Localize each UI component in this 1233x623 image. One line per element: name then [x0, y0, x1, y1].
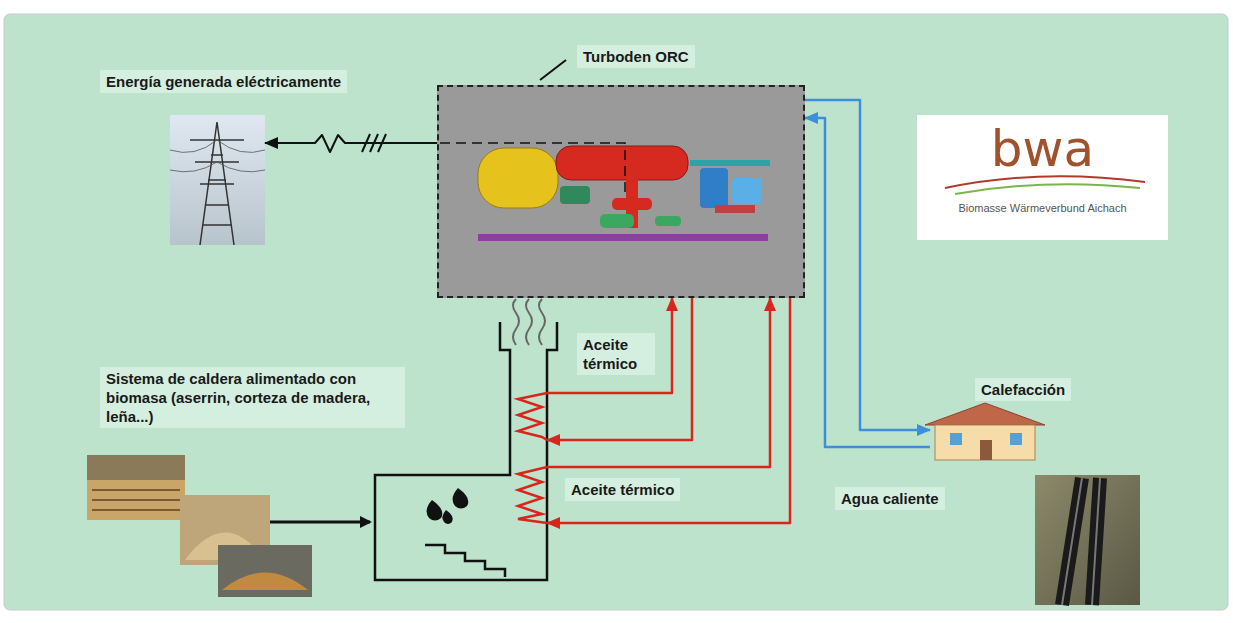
logo-ground	[917, 115, 1168, 240]
biomass-pictures	[87, 455, 370, 597]
boiler-drawing	[375, 322, 557, 580]
oil-return	[547, 298, 692, 440]
node-heading: Calefacción	[975, 378, 1071, 401]
orc-machine	[440, 143, 770, 241]
oil-flow	[547, 298, 672, 393]
flow-label: Aceite térmico	[565, 478, 680, 501]
power-grid: Energía generada eléctricamente	[170, 115, 265, 245]
node-heading: Turboden ORC	[577, 45, 695, 68]
smoke	[513, 299, 545, 345]
logo-box: bwaBiomasse Wärmeverbund Aichach	[917, 115, 1168, 240]
node-heading: Energía generada eléctricamente	[100, 70, 347, 93]
power-line	[265, 135, 437, 152]
heated-house: Calefacción	[930, 405, 1040, 460]
logo-tagline: Biomasse Wärmeverbund Aichach	[958, 201, 1126, 215]
house-drawing	[925, 403, 1045, 460]
flow-label: Agua caliente	[835, 487, 945, 510]
logo-swoosh	[955, 184, 1140, 194]
leader-line	[540, 60, 566, 80]
logo-content: bwaBiomasse Wärmeverbund Aichach	[917, 115, 1168, 215]
oil-flow	[547, 298, 770, 467]
pipe-photo	[1035, 475, 1140, 605]
panel-ground	[4, 14, 1228, 610]
logo-mark: bwa	[991, 123, 1094, 175]
pylon-picture	[170, 115, 265, 245]
flow-label: Aceite térmico	[577, 333, 655, 375]
orc-housing	[437, 85, 805, 298]
oil-return	[547, 298, 790, 523]
hot-water-return	[805, 118, 930, 447]
orc-unit: Turboden ORC	[437, 85, 805, 298]
node-heading: Sistema de caldera alimentado con biomas…	[100, 367, 405, 428]
biomass-boiler: Sistema de caldera alimentado con biomas…	[375, 358, 547, 580]
